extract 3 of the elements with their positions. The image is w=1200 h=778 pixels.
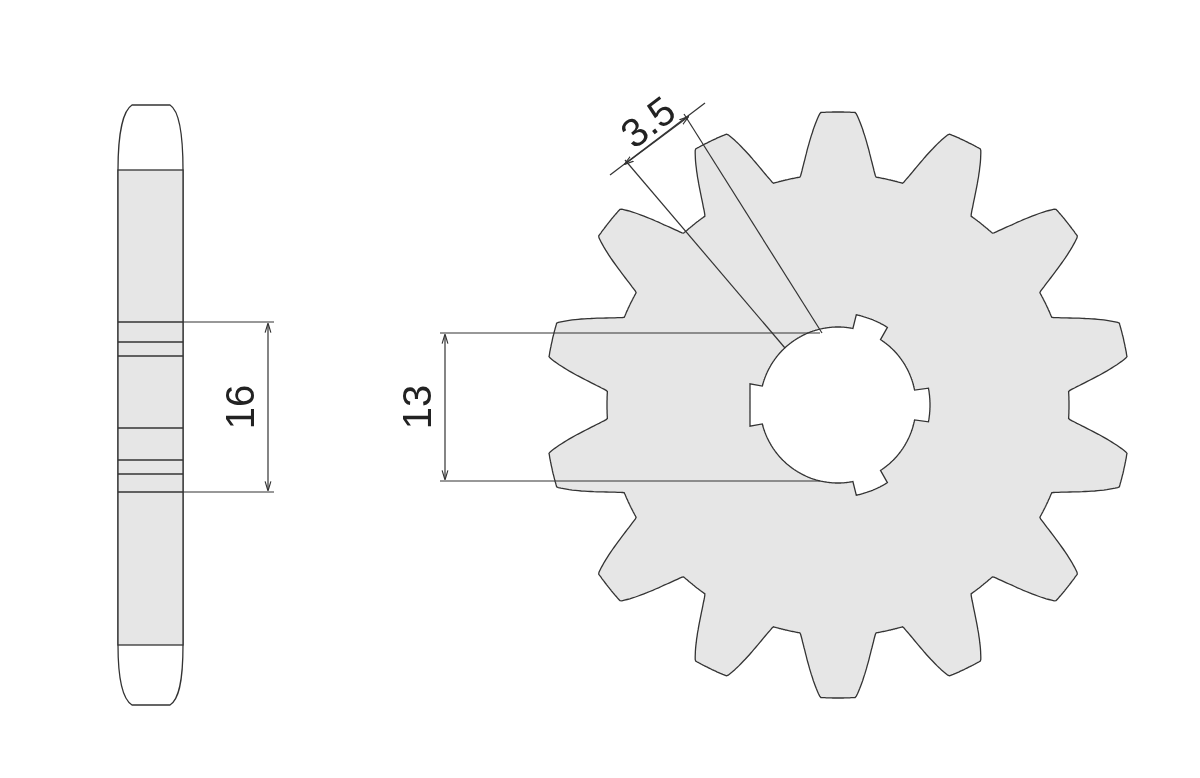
dimension-label: 13 — [396, 384, 437, 430]
dimension-label: 3.5 — [613, 89, 683, 155]
dimension-label: 16 — [219, 384, 260, 430]
